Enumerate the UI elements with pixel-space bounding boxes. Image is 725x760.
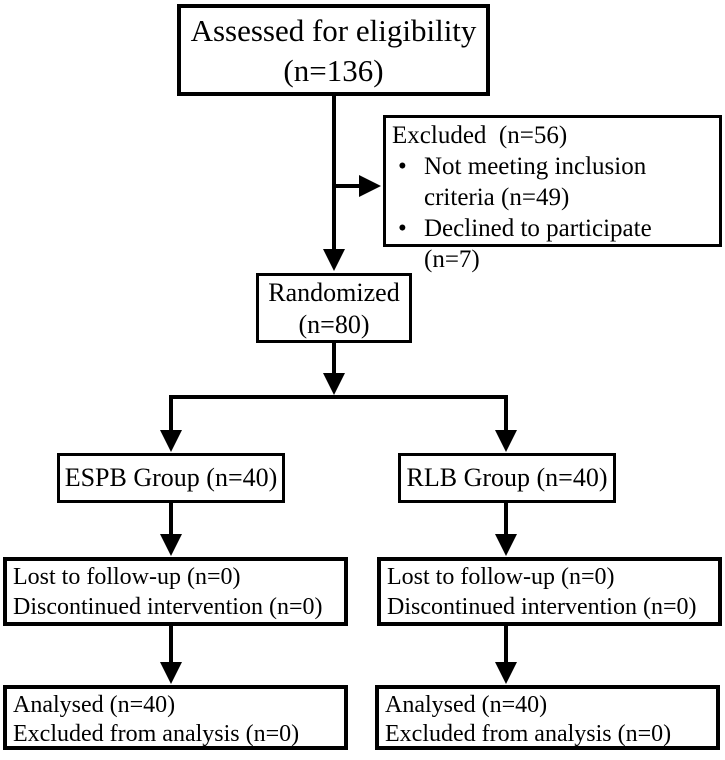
espb-discontinued-line: Discontinued intervention (n=0) (13, 594, 323, 620)
arrowhead-into-rlb-analysed (495, 662, 517, 684)
arrowhead-into-rlb-followup (495, 534, 517, 556)
arrowhead-into-espb-followup (160, 534, 182, 556)
arrowhead-into-espb (160, 430, 182, 452)
box-randomized: Randomized (n=80) (256, 273, 412, 343)
rlb-excluded-analysis-line: Excluded from analysis (n=0) (385, 721, 672, 747)
box-rlb-analysed: Analysed (n=40) Excluded from analysis (… (375, 685, 720, 750)
excluded-item-text: Not meeting inclusion criteria (n=49) (424, 153, 647, 211)
assessed-label: Assessed for eligibility (190, 13, 477, 48)
randomized-label: Randomized (268, 278, 400, 307)
excluded-title: Excluded (n=56) (392, 122, 568, 149)
arrowhead-into-randomized (323, 249, 345, 271)
rlb-discontinued-line: Discontinued intervention (n=0) (387, 594, 697, 620)
assessed-count: (n=136) (283, 53, 384, 88)
rlb-analysed-line: Analysed (n=40) (385, 692, 548, 718)
box-rlb-group: RLB Group (n=40) (398, 453, 616, 503)
bullet-icon: • (398, 215, 407, 242)
randomized-count: (n=80) (298, 310, 370, 339)
rlb-group-label: RLB Group (n=40) (406, 463, 608, 492)
box-excluded: Excluded (n=56) • Not meeting inclusion … (383, 115, 722, 273)
arrowhead-into-rlb (495, 430, 517, 452)
arrowhead-into-espb-analysed (160, 662, 182, 684)
box-espb-analysed: Analysed (n=40) Excluded from analysis (… (3, 685, 348, 750)
espb-group-label: ESPB Group (n=40) (64, 463, 278, 492)
box-espb-group: ESPB Group (n=40) (57, 453, 285, 503)
arrowhead-into-split-bar (323, 373, 345, 395)
excluded-item-not-meeting-criteria: • Not meeting inclusion criteria (n=49) (392, 151, 713, 213)
box-espb-followup: Lost to follow-up (n=0) Discontinued int… (3, 557, 348, 626)
espb-excluded-analysis-line: Excluded from analysis (n=0) (13, 721, 300, 747)
box-rlb-followup: Lost to follow-up (n=0) Discontinued int… (377, 557, 722, 626)
bullet-icon: • (398, 153, 407, 180)
rlb-lost-line: Lost to follow-up (n=0) (387, 564, 615, 590)
box-assessed-for-eligibility: Assessed for eligibility (n=136) (177, 4, 490, 96)
excluded-item-declined: • Declined to participate (n=7) (392, 213, 713, 275)
espb-lost-line: Lost to follow-up (n=0) (13, 564, 241, 590)
arrowhead-into-excluded (359, 175, 381, 197)
espb-analysed-line: Analysed (n=40) (13, 692, 176, 718)
excluded-item-text: Declined to participate (n=7) (424, 215, 652, 273)
